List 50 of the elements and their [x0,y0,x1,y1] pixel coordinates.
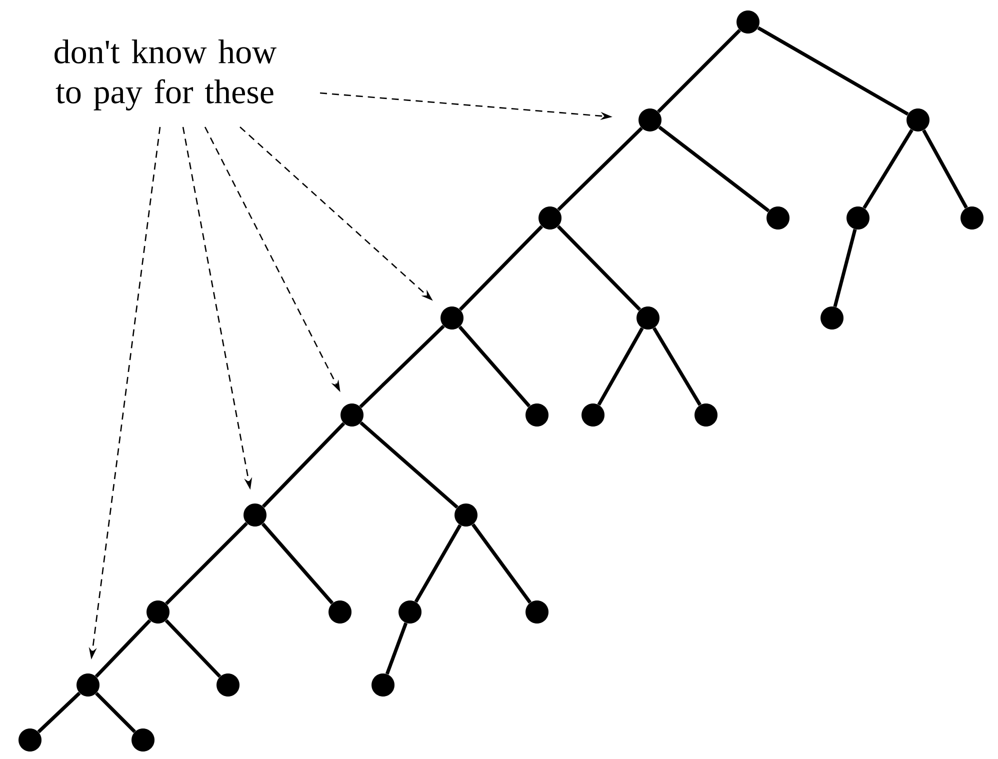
tree-node [244,504,266,526]
tree-node [736,10,760,34]
branch-line [164,619,222,678]
tree-node [694,404,718,426]
branch-line [385,622,408,675]
tree-node [538,206,562,230]
branch-line [652,327,702,406]
branch-line [833,228,857,308]
branch-line [657,29,741,113]
tree-node [820,306,844,330]
branch-line [458,225,544,311]
branch-line [557,126,643,212]
tree-node [636,306,660,330]
branch-line [359,324,445,408]
branch-line [94,619,152,678]
tree-node [526,404,548,426]
tree-node [18,728,42,752]
branch-line [262,422,346,508]
branch-line [37,692,81,734]
tree-node [638,108,662,132]
tree-node [76,674,100,696]
tree-node [328,600,352,624]
branch-line [458,326,531,408]
tree-node [398,600,422,624]
tree-node [906,108,930,132]
branch-line [261,522,334,604]
branch-line [862,129,914,209]
branch-line [414,524,462,603]
tree-node [146,600,170,624]
tree-node [846,206,870,230]
branch-line [95,692,136,733]
branch-line [658,126,770,212]
tree-node [372,674,394,696]
branch-line [922,129,968,209]
tree-node [340,404,364,426]
branch-line [757,26,909,116]
tree-node [960,206,984,230]
branch-line [360,421,458,509]
tree-node [132,728,154,752]
branch-line [165,522,248,605]
branch-line [556,225,642,311]
tree-node [440,306,464,330]
tree-node [216,674,240,696]
branch-line [597,327,644,406]
tree-node [766,206,790,230]
tree-node [526,600,548,624]
callout-text: don't know how to pay for these [54,40,276,110]
tree-node [454,504,478,526]
tree-node [582,404,604,426]
branch-line [472,523,532,604]
